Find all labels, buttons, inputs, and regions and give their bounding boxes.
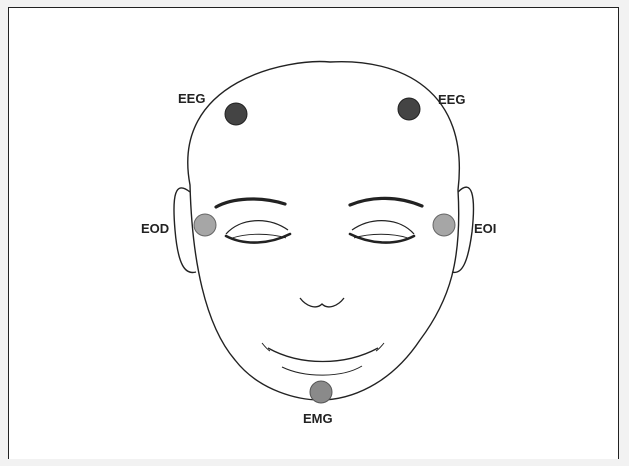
eeg-left-electrode [225,103,247,125]
right-eye [350,221,414,243]
mouth-lip [282,366,362,375]
eod-label: EOD [141,221,169,236]
eoi-electrode [433,214,455,236]
eod-electrode [194,214,216,236]
mouth-corner-right [376,343,384,351]
eoi-label: EOI [474,221,496,236]
emg-electrode [310,381,332,403]
emg-label: EMG [303,411,333,426]
right-eyebrow [350,198,422,206]
eeg-left-label: EEG [178,91,205,106]
nose [300,298,344,307]
eeg-right-label: EEG [438,92,465,107]
mouth [268,348,378,362]
left-eyebrow [216,199,285,207]
eeg-right-electrode [398,98,420,120]
left-eye [226,221,290,243]
mouth-corner-left [262,343,270,351]
